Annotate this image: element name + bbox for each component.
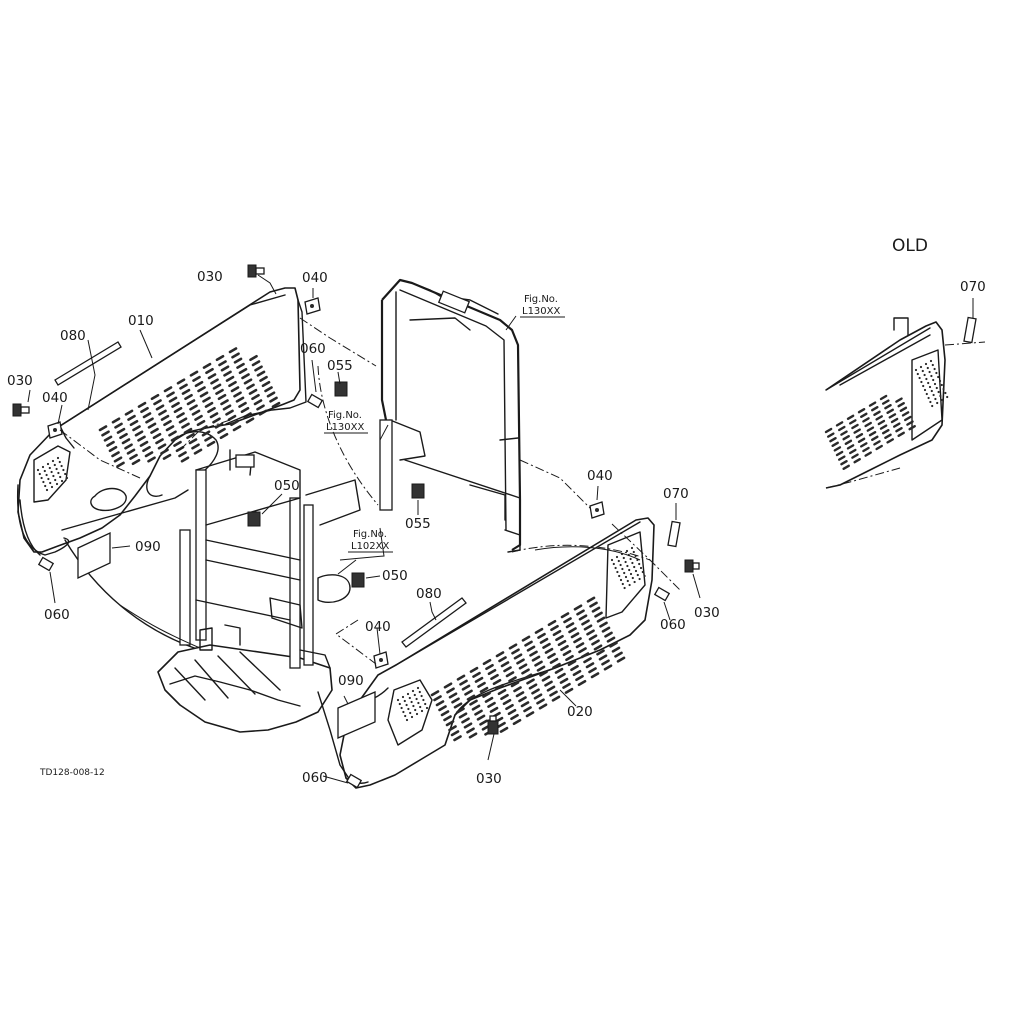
callout-060-bottom: 060 — [302, 770, 328, 786]
pin-060-a — [306, 393, 324, 409]
rod-080-right — [401, 597, 467, 648]
left-cover-side-vent — [36, 456, 69, 492]
callout-040-center: 040 — [365, 619, 391, 635]
callout-050-b: 050 — [382, 568, 408, 584]
old-inset-side-vent — [914, 359, 949, 408]
fig-ref-3-line1: Fig.No. — [353, 529, 387, 540]
title-old: OLD — [892, 236, 928, 256]
callout-040-left: 040 — [42, 390, 68, 406]
callout-090-right: 090 — [338, 673, 364, 689]
pad-090-left — [77, 531, 111, 580]
clip-030-left — [12, 403, 30, 417]
fig-ref-2-line2: L130XX — [326, 422, 365, 433]
callout-030-left: 030 — [7, 373, 33, 389]
clip-030-right — [684, 559, 700, 573]
callout-030-top: 030 — [197, 269, 223, 285]
callout-060-left: 060 — [44, 607, 70, 623]
old-version-inset — [825, 316, 977, 489]
callout-020: 020 — [567, 704, 593, 720]
callout-080-left: 080 — [60, 328, 86, 344]
grommet-040-b — [47, 421, 63, 439]
left-arrow-curve — [119, 604, 201, 649]
callout-030-bottom: 030 — [476, 771, 502, 787]
old-inset-vent-holes — [824, 394, 916, 470]
callout-030-right: 030 — [694, 605, 720, 621]
rops-frame — [379, 278, 522, 553]
right-cover-vent-holes — [430, 596, 626, 742]
clamp-050-a — [247, 511, 261, 527]
fig-ref-1-line2: L130XX — [522, 306, 561, 317]
callout-055-a: 055 — [327, 358, 353, 374]
right-rod — [317, 691, 353, 784]
fig-ref-2-line1: Fig.No. — [328, 410, 362, 421]
left-cover-vent-holes — [98, 347, 281, 468]
clamp-055-b — [411, 483, 425, 499]
callout-010: 010 — [128, 313, 154, 329]
callout-055-b: 055 — [405, 516, 431, 532]
clamp-050-b — [351, 572, 365, 588]
callout-050-a: 050 — [274, 478, 300, 494]
left-rod-upper — [225, 299, 307, 425]
callout-040-top: 040 — [302, 270, 328, 286]
right-cover-side-vent-b — [396, 686, 429, 722]
left-side-cover-010 — [17, 287, 301, 556]
left-cable — [16, 484, 70, 556]
grommet-040-c — [589, 501, 605, 519]
grommet-040-d — [373, 651, 389, 669]
pad-090-right — [337, 691, 376, 739]
fig-ref-3-line2: L102XX — [351, 541, 390, 552]
callout-080-right: 080 — [416, 586, 442, 602]
pin-060-d — [345, 773, 363, 789]
grommet-040-a — [304, 297, 321, 315]
callout-070-old: 070 — [960, 279, 986, 295]
clip-030-bottom — [487, 715, 499, 735]
clamp-055-a — [334, 381, 348, 397]
pin-060-c — [653, 586, 671, 602]
right-cover-side-vent-a — [610, 546, 646, 590]
spacer-070 — [667, 520, 681, 548]
callout-040-right: 040 — [587, 468, 613, 484]
callout-060-right: 060 — [660, 617, 686, 633]
pin-060-b — [37, 556, 55, 572]
clip-030-top — [247, 264, 265, 278]
callout-070-main: 070 — [663, 486, 689, 502]
callout-060-top: 060 — [300, 341, 326, 357]
right-arrow-curve — [534, 546, 641, 561]
floor-frame-assembly — [157, 449, 361, 733]
leader-lines — [27, 274, 986, 784]
rod-080-left — [54, 341, 122, 386]
callout-090-left: 090 — [135, 539, 161, 555]
right-side-cover-020 — [339, 517, 655, 789]
figure-code: TD128-008-12 — [39, 768, 105, 778]
fig-ref-1-line1: Fig.No. — [524, 294, 558, 305]
